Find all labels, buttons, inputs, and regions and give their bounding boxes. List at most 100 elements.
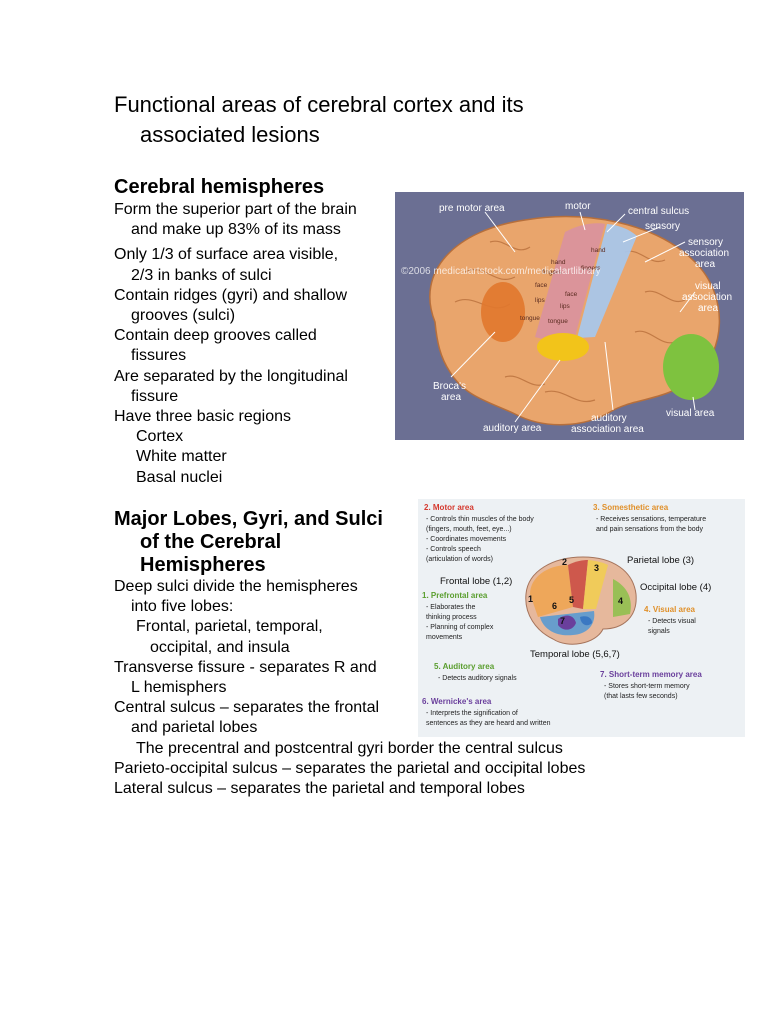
- svg-text:sentences as they are heard an: sentences as they are heard and written: [426, 720, 551, 727]
- svg-text:motor: motor: [565, 201, 591, 212]
- area-labels: pre motor area motor central sulcus sens…: [433, 201, 732, 435]
- frontal-lobe-label: Frontal lobe (1,2): [440, 576, 512, 587]
- svg-text:lips: lips: [535, 297, 546, 304]
- svg-text:face: face: [565, 291, 578, 298]
- heading-line: Hemispheres: [140, 554, 266, 576]
- motor-area-title: 2. Motor area: [424, 503, 474, 512]
- text-line: Only 1/3 of surface area visible,: [114, 246, 339, 264]
- svg-text:face: face: [535, 282, 548, 289]
- svg-text:- Receives sensations, tempera: - Receives sensations, temperature: [596, 516, 706, 523]
- text-line: White matter: [136, 448, 227, 466]
- figure-brain-functional-areas: hand fingers face lips tongue hand finge…: [395, 192, 744, 440]
- visual-area-title: 4. Visual area: [644, 605, 696, 614]
- text-line: Deep sulci divide the hemispheres: [114, 578, 358, 595]
- svg-text:association: association: [679, 248, 729, 259]
- text-line: Parieto-occipital sulcus – separates the…: [114, 759, 586, 777]
- visual-region: [613, 579, 631, 617]
- motor-area-text: - Controls thin muscles of the body (fin…: [426, 516, 534, 563]
- text-line: Basal nuclei: [136, 468, 223, 486]
- text-line: into five lobes:: [131, 598, 234, 616]
- svg-text:and pain sensations from the b: and pain sensations from the body: [596, 526, 704, 533]
- title-line-1: Functional areas of cerebral cortex and …: [114, 92, 524, 117]
- brocas-area-region: [481, 282, 525, 342]
- svg-text:auditory: auditory: [591, 413, 627, 424]
- svg-text:area: area: [698, 303, 718, 314]
- occipital-lobe-label: Occipital lobe (4): [640, 582, 711, 593]
- svg-text:- Planning of complex: - Planning of complex: [426, 624, 494, 631]
- wernicke-area-text: - Interprets the signification of senten…: [426, 710, 551, 727]
- heading-line: of the Cerebral: [140, 531, 282, 553]
- text-line: fissure: [131, 387, 179, 405]
- auditory-region: [580, 616, 592, 626]
- svg-text:visual area: visual area: [666, 408, 715, 419]
- svg-text:- Coordinates movements: - Coordinates movements: [426, 536, 507, 543]
- somesthetic-area-text: - Receives sensations, temperature and p…: [596, 516, 706, 533]
- svg-text:tongue: tongue: [548, 318, 568, 325]
- auditory-area-title: 5. Auditory area: [434, 662, 495, 671]
- section-heading-major-lobes: Major Lobes, Gyri, and Sulci of the Cere…: [114, 508, 383, 577]
- region-numbers: 1 2 3 4 5 6 7: [528, 557, 623, 626]
- visual-area-region: [663, 334, 719, 400]
- heading-line: Major Lobes, Gyri, and Sulci: [114, 508, 383, 530]
- svg-text:(articulation of words): (articulation of words): [426, 556, 493, 563]
- motor-strip: [535, 223, 605, 341]
- svg-text:association area: association area: [571, 424, 644, 435]
- text-line: Form the superior part of the brain: [114, 201, 357, 218]
- svg-text:sensory: sensory: [688, 237, 723, 248]
- gyri-texture: [454, 240, 686, 403]
- wernicke-region: [558, 615, 576, 630]
- svg-text:area: area: [441, 392, 461, 403]
- short-term-memory-text: - Stores short-term memory (that lasts f…: [604, 683, 690, 700]
- text-line: occipital, and insula: [150, 638, 290, 656]
- text-line: and make up 83% of its mass: [131, 221, 341, 239]
- text-line: 2/3 in banks of sulci: [131, 266, 272, 284]
- somesthetic-region: [583, 560, 608, 609]
- svg-text:- Detects auditory signals: - Detects auditory signals: [438, 675, 517, 682]
- svg-text:- Interprets the signification: - Interprets the signification of: [426, 710, 518, 717]
- wernicke-area-title: 6. Wernicke's area: [422, 697, 492, 706]
- svg-text:1: 1: [528, 594, 533, 604]
- text-line: Have three basic regions: [114, 408, 291, 426]
- text-line: Central sulcus – separates the frontal: [114, 699, 380, 717]
- svg-text:sensory: sensory: [645, 221, 680, 232]
- svg-text:Broca's: Broca's: [433, 381, 466, 392]
- svg-text:6: 6: [552, 601, 557, 611]
- page-title: Functional areas of cerebral cortex and …: [114, 90, 634, 150]
- somesthetic-area-title: 3. Somesthetic area: [593, 503, 669, 512]
- text-line: Lateral sulcus – separates the parietal …: [114, 780, 525, 798]
- auditory-area-text: - Detects auditory signals: [438, 675, 517, 682]
- temporal-lobe-label: Temporal lobe (5,6,7): [530, 649, 620, 660]
- svg-text:- Controls speech: - Controls speech: [426, 546, 481, 553]
- svg-text:thinking process: thinking process: [426, 614, 477, 621]
- parietal-lobe-label: Parietal lobe (3): [627, 555, 694, 566]
- short-term-memory-title: 7. Short-term memory area: [600, 670, 702, 679]
- svg-text:central sulcus: central sulcus: [628, 206, 689, 217]
- svg-text:- Elaborates the: - Elaborates the: [426, 604, 476, 611]
- svg-text:- Detects visual: - Detects visual: [648, 618, 696, 625]
- section1-text: Form the superior part of the brain and …: [114, 200, 404, 488]
- text-line: Are separated by the longitudinal: [114, 367, 348, 385]
- svg-text:tongue: tongue: [520, 315, 540, 322]
- svg-text:auditory area: auditory area: [483, 423, 542, 434]
- svg-text:signals: signals: [648, 628, 670, 635]
- label-leader-lines: [450, 211, 696, 423]
- svg-text:4: 4: [618, 596, 623, 606]
- svg-text:fingers: fingers: [542, 269, 562, 276]
- text-line: fissures: [131, 347, 187, 365]
- watermark: ©2006 medicalartstock.com/medicalartlibr…: [401, 266, 601, 277]
- svg-text:hand: hand: [551, 259, 566, 266]
- text-line: Frontal, parietal, temporal,: [136, 618, 323, 636]
- figure-brain-lobes: 1 2 3 4 5 6 7 2. Motor area - Controls t…: [418, 499, 745, 737]
- svg-text:area: area: [695, 259, 715, 270]
- text-line: L hemisphers: [131, 679, 227, 697]
- svg-text:7: 7: [560, 616, 565, 626]
- svg-text:lips: lips: [560, 303, 571, 310]
- svg-text:association: association: [682, 292, 732, 303]
- svg-text:visual: visual: [695, 281, 721, 292]
- prefrontal-region: [530, 565, 573, 617]
- svg-text:- Controls thin muscles of the: - Controls thin muscles of the body: [426, 516, 534, 523]
- prefrontal-area-title: 1. Prefrontal area: [422, 591, 488, 600]
- text-line: Transverse fissure - separates R and: [114, 658, 377, 676]
- svg-text:hand: hand: [591, 247, 606, 254]
- sensory-strip: [577, 224, 637, 338]
